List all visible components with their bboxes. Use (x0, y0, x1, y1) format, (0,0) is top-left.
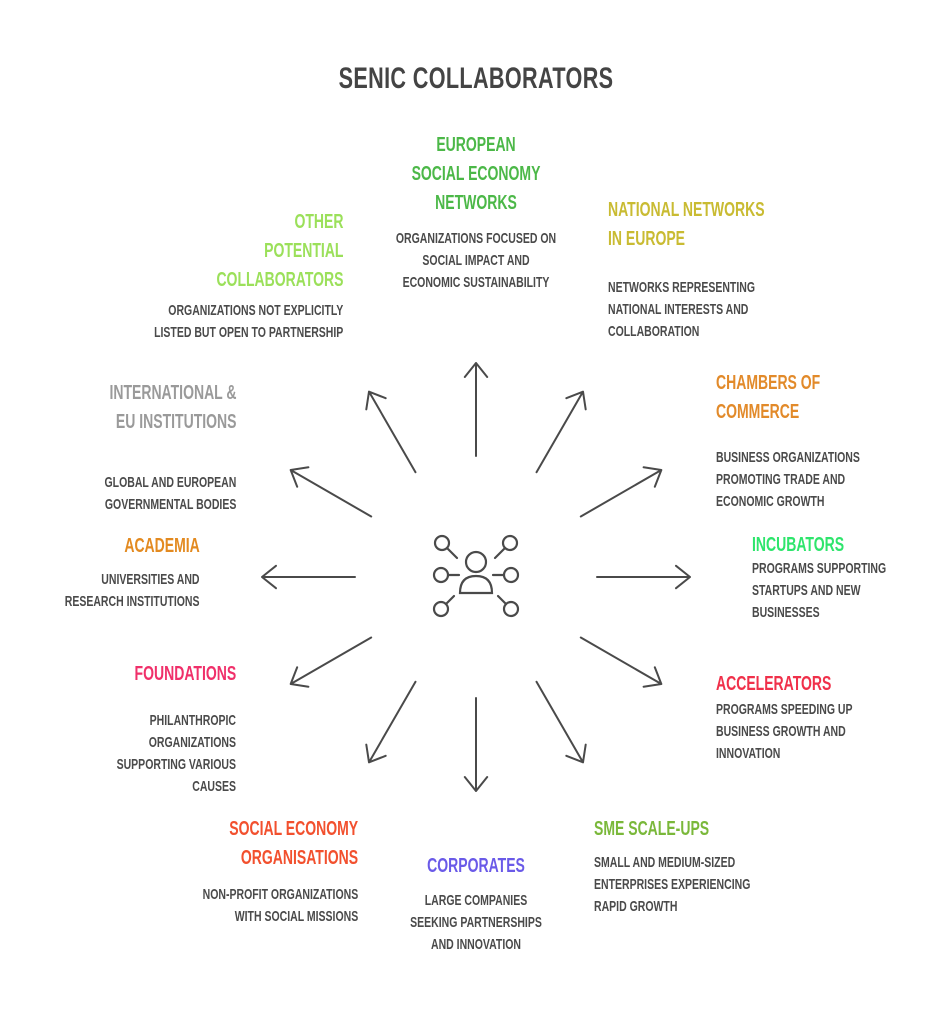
heading-other-potential-collaborators: OTHER POTENTIAL COLLABORATORS (215, 211, 343, 291)
heading-corporates: CORPORATES (427, 855, 525, 877)
desc-social-economy-organisations: NON-PROFIT ORGANIZATIONS WITH SOCIAL MIS… (202, 886, 358, 925)
desc-european-networks: ORGANIZATIONS FOCUSED ON SOCIAL IMPACT A… (395, 230, 557, 291)
arrow-icon (463, 362, 489, 457)
arrow-icon (535, 680, 587, 764)
arrow-icon (261, 564, 356, 590)
heading-chambers-of-commerce: CHAMBERS OF COMMERCE (716, 372, 821, 423)
heading-european-networks: EUROPEAN SOCIAL ECONOMY NETWORKS (411, 134, 541, 214)
arrow-icon (579, 466, 663, 518)
desc-sme-scale-ups: SMALL AND MEDIUM-SIZED ENTERPRISES EXPER… (594, 854, 751, 915)
desc-incubators: PROGRAMS SUPPORTING STARTUPS AND NEW BUS… (752, 560, 887, 621)
arrow-icon (535, 390, 587, 474)
desc-corporates: LARGE COMPANIES SEEKING PARTNERSHIPS AND… (410, 892, 542, 953)
arrow-icon (289, 636, 373, 688)
arrow-icon (365, 680, 417, 764)
heading-sme-scale-ups: SME SCALE-UPS (594, 818, 710, 840)
heading-social-economy-organisations: SOCIAL ECONOMY ORGANISATIONS (229, 818, 358, 869)
desc-foundations: PHILANTHROPIC ORGANIZATIONS SUPPORTING V… (116, 712, 236, 795)
arrow-icon (579, 636, 663, 688)
desc-chambers-of-commerce: BUSINESS ORGANIZATIONS PROMOTING TRADE A… (716, 449, 860, 510)
arrow-icon (463, 697, 489, 792)
heading-foundations: FOUNDATIONS (134, 663, 236, 685)
arrow-icon (365, 390, 417, 474)
desc-academia: UNIVERSITIES AND RESEARCH INSTITUTIONS (65, 571, 200, 610)
desc-accelerators: PROGRAMS SPEEDING UP BUSINESS GROWTH AND… (716, 701, 853, 762)
heading-academia: ACADEMIA (124, 535, 200, 557)
heading-international-eu-institutions: INTERNATIONAL & EU INSTITUTIONS (108, 382, 236, 433)
desc-international-eu-institutions: GLOBAL AND EUROPEAN GOVERNMENTAL BODIES (104, 474, 236, 513)
diagram-title: SENIC COLLABORATORS (338, 62, 614, 95)
heading-national-networks: NATIONAL NETWORKS IN EUROPE (608, 199, 765, 250)
heading-accelerators: ACCELERATORS (716, 673, 832, 695)
desc-national-networks: NETWORKS REPRESENTING NATIONAL INTERESTS… (608, 279, 756, 340)
desc-other-potential-collaborators: ORGANIZATIONS NOT EXPLICITLY LISTED BUT … (153, 302, 343, 341)
network-person-icon (432, 534, 520, 618)
arrow-icon (596, 564, 691, 590)
arrow-icon (289, 466, 373, 518)
heading-incubators: INCUBATORS (752, 534, 845, 556)
